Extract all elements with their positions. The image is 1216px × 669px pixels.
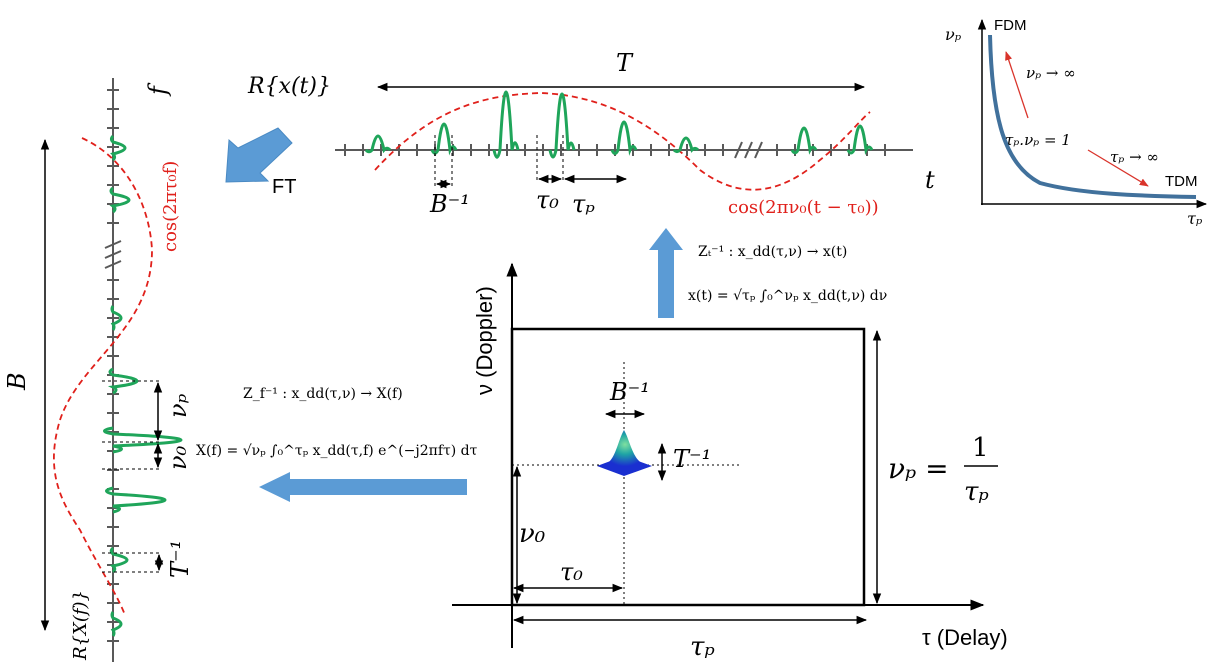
time-tau0-label: τ₀ xyxy=(536,186,559,214)
freq-signal-label: R{X(f)} xyxy=(70,590,91,661)
time-pulse xyxy=(790,126,818,155)
dd-tinv-label: T⁻¹ xyxy=(673,445,711,473)
ft-label: FT xyxy=(272,176,296,198)
freq-envelope-curve xyxy=(53,137,153,616)
bandwidth-label: B xyxy=(3,372,31,391)
freq-pulse xyxy=(109,186,131,214)
time-signal-label: R{x(t)} xyxy=(247,74,331,99)
dd-tau0-label: τ₀ xyxy=(560,558,583,586)
dd-bw-inv-label: B⁻¹ xyxy=(609,378,650,406)
freq-pulses xyxy=(103,134,183,637)
time-axis-break xyxy=(734,141,763,159)
inset-tdm-label: TDM xyxy=(1165,173,1198,190)
zf-inverse-block: Z_f⁻¹ : x_dd(τ,ν) → X(f) X(f) = √νₚ ∫₀^τ… xyxy=(196,386,478,502)
dd-taup-label: τₚ xyxy=(690,632,715,662)
time-bw-inv-label: B⁻¹ xyxy=(429,190,470,218)
time-taup-label: τₚ xyxy=(572,190,595,218)
freq-axis-ticks xyxy=(107,89,119,642)
freq-axis-label: f xyxy=(144,82,172,97)
inset-hyperbola xyxy=(988,34,1197,199)
zt-inverse-line1: Zₜ⁻¹ : x_dd(τ,ν) → x(t) xyxy=(698,244,847,260)
time-pulses xyxy=(364,90,874,159)
doppler-axis-label: ν (Doppler) xyxy=(472,286,497,395)
inset-curve-label: τₚ.νₚ = 1 xyxy=(1005,131,1071,149)
time-pulse xyxy=(548,92,576,159)
zf-inverse-line2: X(f) = √νₚ ∫₀^τₚ x_dd(τ,f) e^(−j2πfτ) dτ xyxy=(196,443,478,459)
time-pulse xyxy=(610,120,638,156)
freq-pulse xyxy=(110,305,123,331)
freq-pulse xyxy=(105,486,167,514)
time-pulse xyxy=(364,134,392,154)
freq-pulse xyxy=(110,611,123,637)
inset-y-axis-label: νₚ xyxy=(945,25,962,44)
dd-peak xyxy=(597,430,652,476)
inset-tradeoff: νₚ τₚ FDM TDM νₚ → ∞ τₚ.νₚ = 1 τₚ → ∞ xyxy=(945,17,1208,228)
dd-nup-denominator: τₚ xyxy=(964,477,989,507)
dd-fundamental-cell xyxy=(510,327,866,607)
time-envelope-label: cos(2πν₀(t − τ₀)) xyxy=(728,197,879,218)
zt-inverse-block: Zₜ⁻¹ : x_dd(τ,ν) → x(t) x(t) = √τₚ ∫₀^νₚ… xyxy=(649,228,887,318)
zf-inverse-arrow xyxy=(259,472,467,502)
dd-grid: ν (Doppler) τ (Delay) B⁻¹ T⁻¹ ν₀ τ₀ τₚ ν… xyxy=(452,262,1008,662)
freq-pulse xyxy=(109,546,129,574)
freq-panel: f cos(2πτ₀f) B νₚ ν₀ T⁻¹ R{X(f)} xyxy=(3,78,194,662)
inset-x-axis-label: τₚ xyxy=(1187,209,1203,228)
freq-pulse xyxy=(110,134,127,162)
dd-nup-numerator: 1 xyxy=(972,433,989,463)
ft-arrow: FT xyxy=(225,127,296,198)
zt-inverse-line2: x(t) = √τₚ ∫₀^νₚ x_dd(t,ν) dν xyxy=(688,288,887,304)
inset-down-arrow-label: τₚ → ∞ xyxy=(1110,148,1159,166)
time-pulse xyxy=(672,136,700,153)
time-pulse xyxy=(846,124,874,156)
dd-nup-lhs: νₚ = xyxy=(888,452,949,485)
period-label: T xyxy=(616,49,634,77)
freq-envelope-label: cos(2πτ₀f) xyxy=(160,161,181,252)
freq-nu0-label: ν₀ xyxy=(164,445,192,470)
zf-inverse-line1: Z_f⁻¹ : x_dd(τ,ν) → X(f) xyxy=(243,386,403,402)
inset-up-arrow xyxy=(1005,51,1029,119)
inset-down-arrow xyxy=(1087,149,1149,187)
time-panel: R{x(t)} T t B⁻¹ τ₀ τₚ cos(2πν₀(t − τ₀)) xyxy=(247,49,935,218)
inset-fdm-label: FDM xyxy=(994,17,1027,34)
freq-pulse xyxy=(103,426,183,454)
time-pulse xyxy=(492,90,520,159)
delay-axis-label: τ (Delay) xyxy=(922,625,1008,650)
time-axis-label: t xyxy=(925,166,935,194)
freq-axis-break xyxy=(104,240,122,269)
inset-up-arrow-label: νₚ → ∞ xyxy=(1026,64,1076,82)
dd-nu0-label: ν₀ xyxy=(519,519,546,549)
freq-tinv-label: T⁻¹ xyxy=(166,540,194,578)
zt-inverse-arrow xyxy=(649,228,683,318)
freq-nup-label: νₚ xyxy=(164,393,192,418)
freq-pulse xyxy=(107,367,139,395)
time-envelope-curve xyxy=(374,92,871,191)
